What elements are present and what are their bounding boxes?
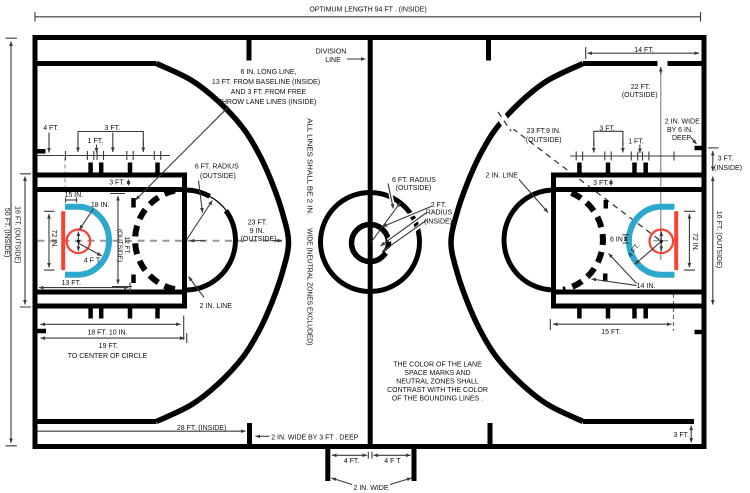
svg-text:72 IN.: 72 IN. — [691, 233, 698, 252]
svg-text:4 FT.: 4 FT. — [344, 458, 360, 465]
svg-text:(INSIDE): (INSIDE) — [424, 219, 452, 226]
svg-text:LINE: LINE — [325, 57, 341, 64]
svg-text:50 FT. (INSIDE): 50 FT. (INSIDE) — [3, 208, 10, 257]
svg-text:3 FT.: 3 FT. — [109, 179, 125, 186]
svg-text:DIVISION: DIVISION — [316, 49, 347, 56]
svg-text:3 FT.: 3 FT. — [593, 180, 609, 187]
svg-text:2 IN. LINE: 2 IN. LINE — [200, 303, 233, 310]
svg-text:(OUTSIDE): (OUTSIDE) — [396, 185, 432, 192]
svg-text:19 FT.: 19 FT. — [99, 343, 119, 350]
svg-text:3 FT.: 3 FT. — [718, 155, 734, 162]
svg-text:BY 6 IN.: BY 6 IN. — [667, 127, 693, 134]
svg-text:14 IN.: 14 IN. — [637, 283, 656, 290]
svg-text:3 FT.: 3 FT. — [105, 125, 121, 132]
svg-text:2 IN. WIDE BY 3 FT . DEEP: 2 IN. WIDE BY 3 FT . DEEP — [271, 434, 359, 441]
svg-text:OPTIMUM LENGTH 94 FT . (INSIDE: OPTIMUM LENGTH 94 FT . (INSIDE) — [309, 7, 426, 14]
svg-text:SPACE MARKS AND: SPACE MARKS AND — [404, 370, 470, 377]
svg-text:22 FT.: 22 FT. — [631, 84, 651, 91]
svg-text:1 FT.: 1 FT. — [88, 138, 104, 145]
svg-text:14 FT.: 14 FT. — [634, 47, 654, 54]
svg-text:2 IN. LINE: 2 IN. LINE — [486, 173, 519, 180]
svg-text:(OUTSIDE): (OUTSIDE) — [200, 173, 236, 180]
svg-text:THE COLOR OF THE LANE: THE COLOR OF THE LANE — [393, 361, 482, 368]
svg-text:CONTRAST WITH THE COLOR: CONTRAST WITH THE COLOR — [387, 387, 488, 394]
svg-text:4 F T: 4 F T — [84, 258, 101, 265]
svg-text:4 F T: 4 F T — [384, 458, 401, 465]
svg-text:THROW LANE LINES (INSIDE): THROW LANE LINES (INSIDE) — [218, 99, 317, 106]
svg-text:DEEP: DEEP — [672, 135, 691, 142]
svg-text:18 IN.: 18 IN. — [91, 202, 110, 209]
svg-text:(OUTSIDE): (OUTSIDE) — [622, 92, 658, 99]
svg-text:23 FT.9 IN.: 23 FT.9 IN. — [527, 128, 561, 135]
svg-text:15 FT.: 15 FT. — [601, 329, 621, 336]
svg-text:13 FT. FROM BASELINE (INSIDE): 13 FT. FROM BASELINE (INSIDE) — [212, 79, 320, 86]
svg-text:2 FT.: 2 FT. — [431, 202, 447, 209]
svg-text:16 FT. (OUTSIDE): 16 FT. (OUTSIDE) — [715, 211, 722, 268]
svg-text:(OUTSIDE): (OUTSIDE) — [116, 229, 123, 262]
svg-text:ALL LINES SHALL BE 2 IN.: ALL LINES SHALL BE 2 IN. — [306, 118, 313, 215]
svg-text:15 IN.: 15 IN. — [64, 192, 83, 199]
svg-text:4 FT.: 4 FT. — [43, 125, 59, 132]
svg-text:(OUTSIDE): (OUTSIDE) — [241, 236, 277, 243]
svg-text:(OUTSIDE): (OUTSIDE) — [526, 137, 562, 144]
svg-text:1 FT.: 1 FT. — [628, 138, 644, 145]
svg-text:72 IN.: 72 IN. — [50, 229, 57, 248]
svg-text:9 IN.: 9 IN. — [250, 228, 265, 235]
svg-text:2 IN. WIDE: 2 IN. WIDE — [665, 119, 700, 126]
svg-text:OF THE BOUNDING LINES .: OF THE BOUNDING LINES . — [392, 396, 483, 403]
svg-text:18 FT. 10 IN.: 18 FT. 10 IN. — [87, 329, 127, 336]
svg-text:3 FT.: 3 FT. — [674, 432, 690, 439]
svg-text:(INSIDE): (INSIDE) — [714, 165, 742, 172]
svg-text:2 IN. WIDE: 2 IN. WIDE — [353, 485, 388, 492]
svg-text:28 FT. (INSIDE): 28 FT. (INSIDE) — [177, 425, 226, 432]
svg-text:6 IN: 6 IN — [610, 237, 623, 244]
svg-text:WIDE (NEUTRAL ZONES EXCLUDED): WIDE (NEUTRAL ZONES EXCLUDED) — [306, 228, 313, 345]
svg-text:12 FT.: 12 FT. — [123, 236, 130, 254]
svg-text:16 FT. (OUTSIDE): 16 FT. (OUTSIDE) — [14, 206, 21, 263]
svg-text:13 FT.: 13 FT. — [62, 280, 82, 287]
svg-text:RADIUS: RADIUS — [426, 210, 453, 217]
svg-text:TO CENTER OF CIRCLE: TO CENTER OF CIRCLE — [68, 353, 148, 360]
svg-text:23 FT.: 23 FT. — [248, 220, 268, 227]
svg-text:NEUTRAL ZONES SHALL: NEUTRAL ZONES SHALL — [396, 379, 479, 386]
svg-text:6 FT. RADIUS: 6 FT. RADIUS — [392, 177, 436, 184]
svg-text:6 IN. LONG LINE,: 6 IN. LONG LINE, — [240, 69, 296, 76]
svg-text:AND 3 FT. FROM FREE: AND 3 FT. FROM FREE — [231, 89, 307, 96]
svg-text:6 FT. RADIUS: 6 FT. RADIUS — [195, 164, 239, 171]
svg-text:3 FT.: 3 FT. — [599, 126, 615, 133]
